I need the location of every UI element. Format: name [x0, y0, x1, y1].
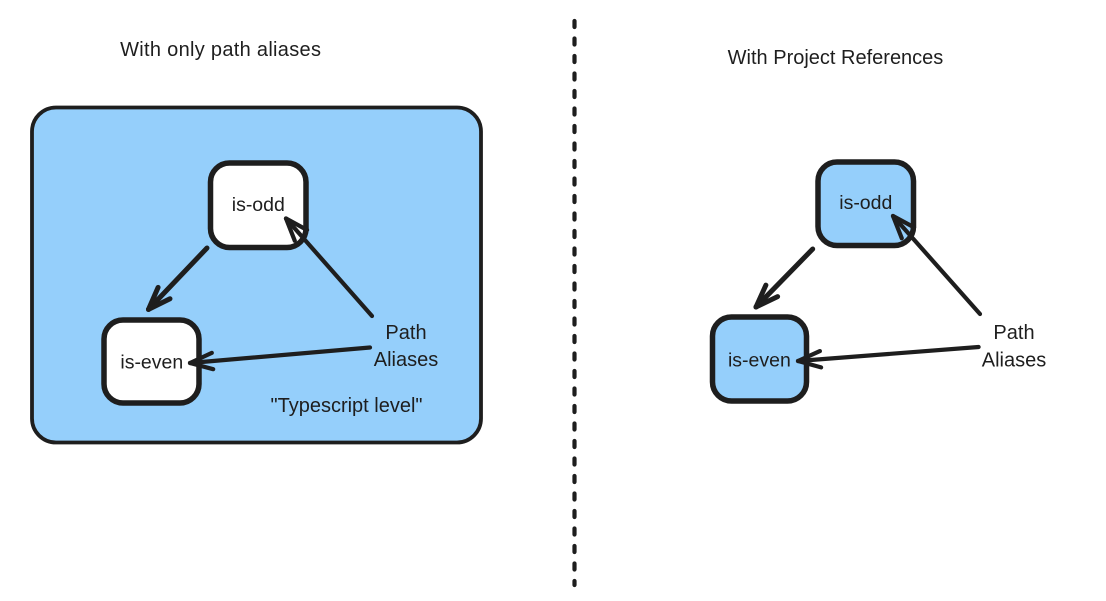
svg-text:With only path aliases: With only path aliases [120, 39, 321, 61]
svg-text:is-even: is-even [728, 350, 791, 372]
svg-text:is-even: is-even [120, 352, 183, 374]
svg-text:With Project References: With Project References [728, 47, 944, 69]
svg-text:Path: Path [385, 322, 426, 344]
svg-text:is-odd: is-odd [232, 194, 285, 216]
svg-text:is-odd: is-odd [839, 192, 892, 214]
svg-text:Aliases: Aliases [982, 350, 1046, 372]
svg-text:"Typescript level": "Typescript level" [270, 395, 422, 417]
svg-text:Path: Path [993, 322, 1034, 344]
svg-text:Aliases: Aliases [374, 349, 438, 371]
